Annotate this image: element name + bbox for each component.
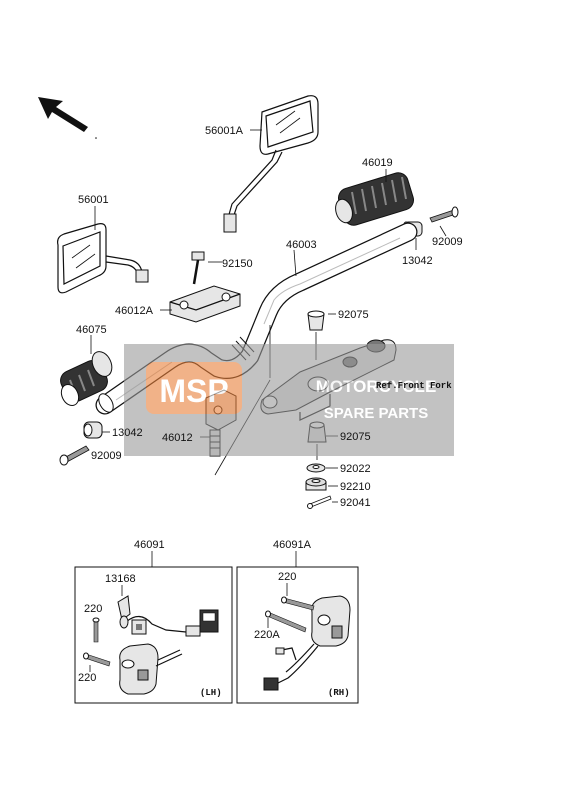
watermark-line2: SPARE PARTS bbox=[324, 405, 428, 422]
label-13042-right: 13042 bbox=[402, 255, 433, 267]
bar-end-weight-left bbox=[83, 421, 103, 439]
label-46019: 46019 bbox=[362, 157, 393, 169]
label-side-lh: (LH) bbox=[200, 688, 222, 698]
label-92075-lower: 92075 bbox=[340, 431, 371, 443]
label-56001a: 56001A bbox=[205, 125, 244, 137]
label-46075: 46075 bbox=[76, 324, 107, 336]
screw-left bbox=[59, 445, 90, 466]
label-ref-front-fork: Ref.Front Fork bbox=[376, 381, 452, 391]
switch-housing-rh bbox=[263, 595, 351, 691]
grip-left bbox=[60, 351, 113, 407]
label-92150: 92150 bbox=[222, 258, 253, 270]
watermark-logo: MSP bbox=[159, 373, 228, 409]
label-92075-upper: 92075 bbox=[338, 309, 369, 321]
mirror-right bbox=[223, 95, 319, 233]
grip-right bbox=[335, 172, 414, 226]
label-92022: 92022 bbox=[340, 463, 371, 475]
label-220-rh: 220 bbox=[278, 571, 296, 583]
switch-rh-frame bbox=[236, 566, 359, 704]
screw-220-lh-lower bbox=[83, 652, 111, 667]
label-220-lh-upper: 220 bbox=[84, 603, 102, 615]
label-92009-left: 92009 bbox=[91, 450, 122, 462]
label-46091a: 46091A bbox=[273, 539, 312, 551]
label-220a: 220A bbox=[254, 629, 280, 641]
label-46091: 46091 bbox=[134, 539, 165, 551]
washer-92022 bbox=[306, 463, 326, 473]
label-92041: 92041 bbox=[340, 497, 371, 509]
cotter-pin-92041 bbox=[307, 495, 332, 509]
label-56001: 56001 bbox=[78, 194, 109, 206]
label-92009-right: 92009 bbox=[432, 236, 463, 248]
label-46012: 46012 bbox=[162, 432, 193, 444]
label-46003: 46003 bbox=[286, 239, 317, 251]
label-side-rh: (RH) bbox=[328, 688, 350, 698]
front-direction-arrow bbox=[38, 97, 97, 139]
watermark: MSP MOTORCYCLE SPARE PARTS bbox=[124, 344, 454, 456]
switch-lh-frame bbox=[74, 566, 233, 704]
label-13168: 13168 bbox=[105, 573, 136, 585]
damper-upper bbox=[307, 310, 325, 331]
screw-right bbox=[429, 206, 459, 223]
screw-220-rh bbox=[281, 596, 315, 611]
screw-220-lh-upper bbox=[92, 617, 100, 643]
screw-220a-rh bbox=[265, 610, 307, 633]
label-220-lh-lower: 220 bbox=[78, 672, 96, 684]
watermark-logo-badge bbox=[146, 362, 242, 414]
collar-92210 bbox=[305, 477, 327, 491]
handlebar-holder-upper bbox=[169, 285, 241, 323]
clamp-13168 bbox=[117, 595, 131, 629]
watermark-line1: MOTORCYCLE bbox=[316, 377, 437, 396]
label-46012a: 46012A bbox=[115, 305, 154, 317]
mirror-left bbox=[57, 223, 149, 294]
bolt-92150 bbox=[191, 251, 205, 285]
switch-housing-lh bbox=[119, 609, 219, 695]
label-13042-left: 13042 bbox=[112, 427, 143, 439]
label-92210: 92210 bbox=[340, 481, 371, 493]
